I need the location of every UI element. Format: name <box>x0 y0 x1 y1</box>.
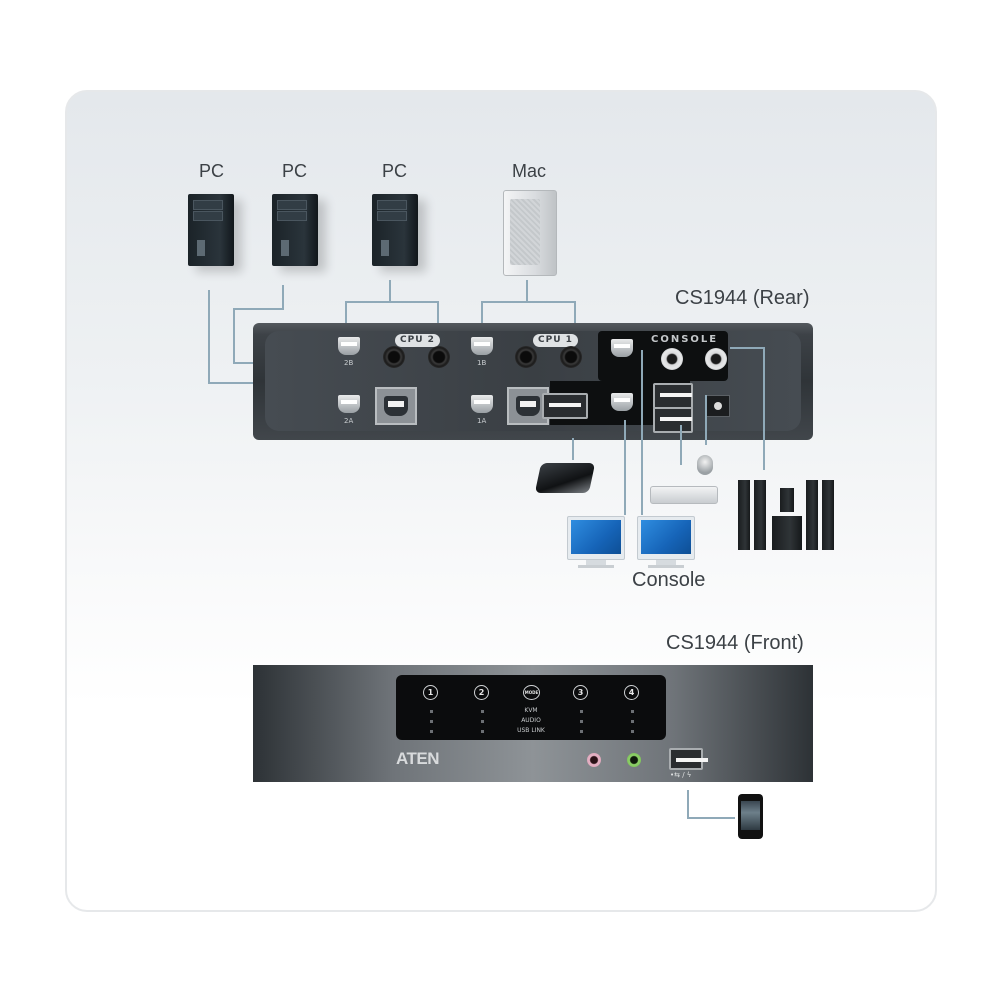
port-2-button[interactable]: 2 <box>474 685 489 700</box>
pc-3-icon <box>372 194 418 266</box>
cable-line <box>208 290 210 383</box>
monitor-2-icon <box>637 516 695 568</box>
console-displayport-2 <box>611 393 633 411</box>
pc-1-label: PC <box>199 161 225 181</box>
cable-line <box>389 280 391 302</box>
cpu2-mic-jack <box>383 346 405 368</box>
front-usb-charging-port <box>669 748 708 770</box>
cable-line <box>233 362 258 364</box>
rear-panel: CPU 2 2B 2A CPU 1 1B 1A CONSOLE <box>253 323 813 440</box>
audio-label: AUDIO <box>521 717 541 724</box>
front-speaker-jack <box>627 753 641 767</box>
pc-1-icon <box>188 194 234 266</box>
rear-panel-title: CS1944 (Rear) <box>675 287 810 309</box>
cpu1-speaker-jack <box>560 346 582 368</box>
mode-button[interactable]: MODE <box>523 685 540 700</box>
port-3-button[interactable]: 3 <box>573 685 588 700</box>
cable-line <box>233 308 235 363</box>
cpu2-usb-b-port <box>375 387 417 425</box>
cable-line <box>574 301 576 323</box>
usb-hard-drive-icon <box>534 463 596 493</box>
cable-line <box>208 382 258 384</box>
cpu2-speaker-jack <box>428 346 450 368</box>
console-usb-a-port-top <box>653 383 693 409</box>
mac-label: Mac <box>512 161 547 181</box>
cpu2-label: CPU 2 <box>395 334 440 347</box>
aten-logo: ATEN <box>396 749 440 768</box>
displayport-2a <box>338 395 360 413</box>
port-1-button[interactable]: 1 <box>423 685 438 700</box>
keyboard-icon <box>650 486 718 504</box>
console-mic-jack <box>661 348 683 370</box>
console-usb-a-port-bottom <box>653 407 693 433</box>
displayport-2b <box>338 337 360 355</box>
front-mic-jack <box>587 753 601 767</box>
power-jack <box>706 395 730 417</box>
cable-line <box>437 301 439 323</box>
smartphone-icon <box>738 794 763 839</box>
pc-3-label: PC <box>382 161 408 181</box>
cable-line <box>345 301 438 303</box>
cpu1-label: CPU 1 <box>533 334 578 347</box>
cable-line <box>526 280 528 302</box>
front-panel: 1 2 MODE 3 4 KVM AUDIO USB LINK ATEN •⇆ … <box>253 665 813 782</box>
pc-2-icon <box>272 194 318 266</box>
console-label: CONSOLE <box>651 334 719 345</box>
monitor-1-icon <box>567 516 625 568</box>
console-displayport-1 <box>611 339 633 357</box>
cable-line <box>282 285 284 309</box>
cable-line <box>481 301 483 323</box>
cable-line <box>481 301 575 303</box>
cable-line <box>345 301 347 323</box>
cable-line <box>233 308 284 310</box>
usb-charge-label: •⇆ / ϟ <box>670 771 692 779</box>
console-speaker-jack <box>705 348 727 370</box>
pc-2-label: PC <box>282 161 308 181</box>
front-panel-title: CS1944 (Front) <box>666 632 804 654</box>
mouse-icon <box>697 455 713 475</box>
kvm-label: KVM <box>524 707 538 714</box>
console-usb-a-port <box>542 393 588 419</box>
cpu1-mic-jack <box>515 346 537 368</box>
port-4-button[interactable]: 4 <box>624 685 639 700</box>
displayport-1a <box>471 395 493 413</box>
usb-link-label: USB LINK <box>517 727 545 734</box>
console-label-text: Console <box>632 569 706 591</box>
mac-icon <box>503 190 557 276</box>
displayport-1b <box>471 337 493 355</box>
